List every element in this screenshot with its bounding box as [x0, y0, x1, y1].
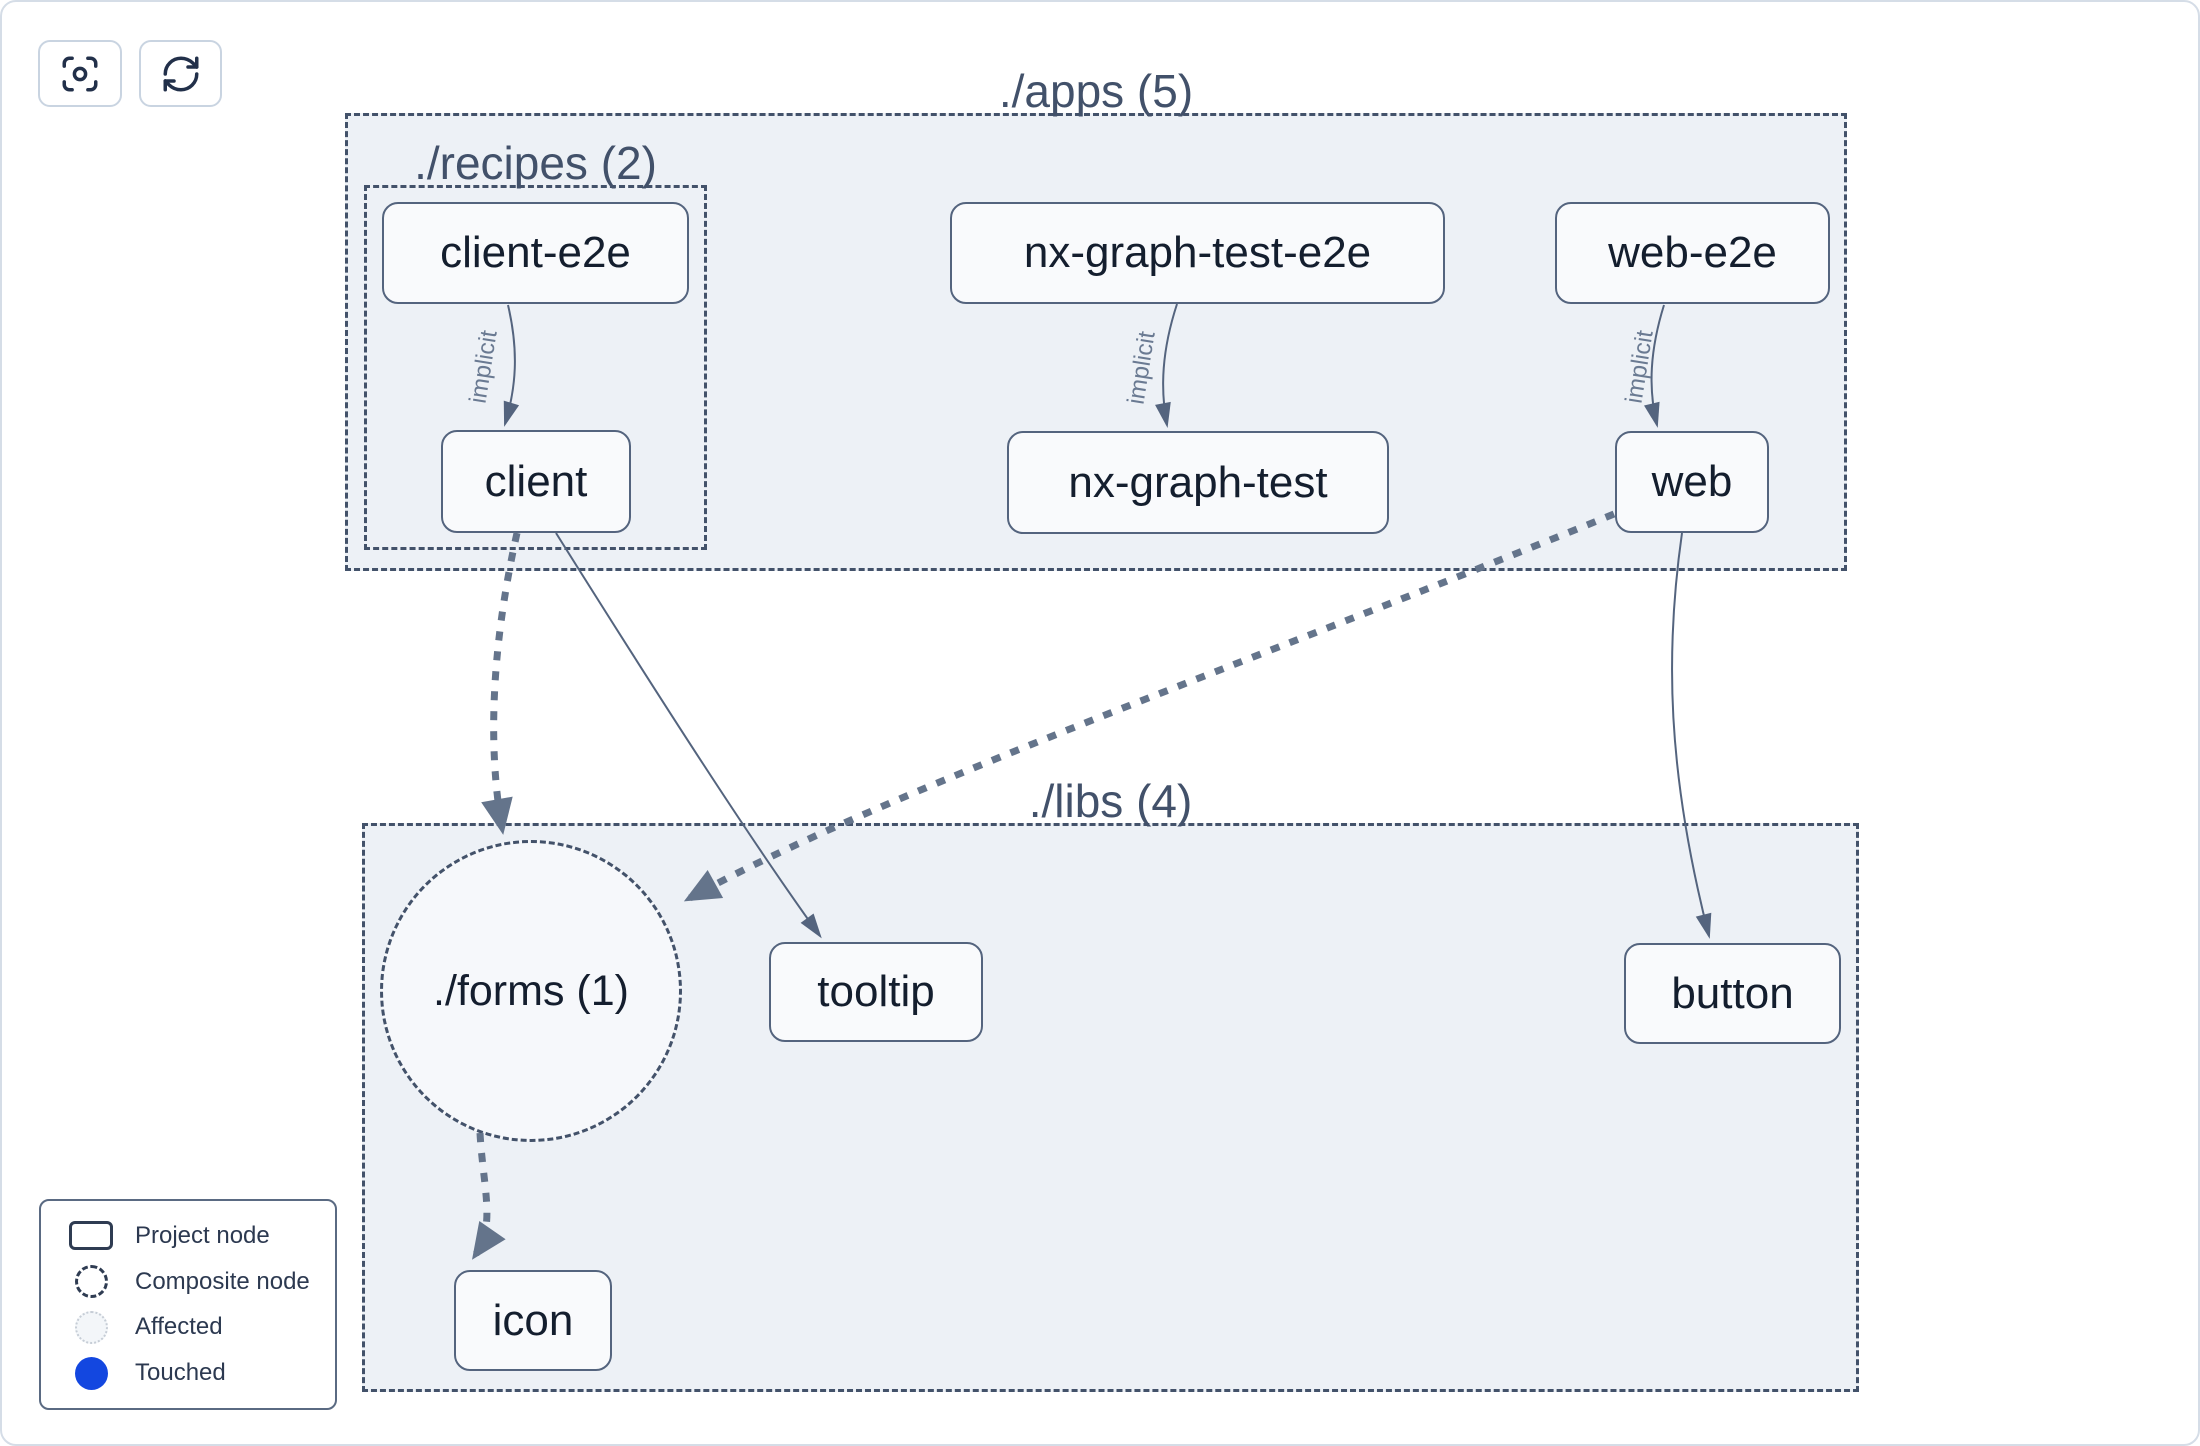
node-client-e2e[interactable]: client-e2e — [382, 202, 689, 304]
legend-item-affected: Affected — [63, 1307, 325, 1347]
group-libs-label[interactable]: ./libs (4) — [1028, 775, 1193, 827]
node-icon[interactable]: icon — [454, 1270, 612, 1371]
refresh-cw-icon — [160, 53, 202, 95]
legend-item-touched: Touched — [63, 1353, 325, 1393]
node-label: icon — [492, 1295, 574, 1345]
legend: Project node Composite node Affected Tou… — [39, 1199, 337, 1410]
node-client[interactable]: client — [441, 430, 631, 533]
node-label: client — [484, 456, 588, 506]
legend-label: Project node — [135, 1221, 270, 1249]
composite-node-swatch — [74, 1265, 108, 1299]
refresh-button[interactable] — [139, 40, 222, 107]
affected-swatch — [74, 1310, 108, 1344]
node-label: client-e2e — [440, 228, 631, 277]
node-nx-graph-test[interactable]: nx-graph-test — [1007, 431, 1389, 534]
node-web[interactable]: web — [1615, 431, 1769, 533]
node-label: button — [1671, 968, 1794, 1018]
node-label: web-e2e — [1608, 228, 1777, 277]
touched-swatch — [74, 1356, 108, 1390]
legend-item-project-node: Project node — [63, 1216, 325, 1256]
node-label: web — [1651, 457, 1733, 506]
legend-label: Touched — [135, 1359, 226, 1387]
node-label: tooltip — [817, 967, 935, 1016]
legend-item-composite-node: Composite node — [63, 1262, 325, 1302]
node-button[interactable]: button — [1624, 943, 1841, 1044]
node-label: nx-graph-test — [1068, 457, 1328, 507]
node-nx-graph-test-e2e[interactable]: nx-graph-test-e2e — [950, 202, 1445, 304]
group-recipes-label[interactable]: ./recipes (2) — [414, 137, 657, 189]
project-node-swatch — [69, 1221, 113, 1251]
composite-node-forms-label: ./forms (1) — [433, 966, 629, 1015]
node-web-e2e[interactable]: web-e2e — [1555, 202, 1830, 304]
legend-label: Affected — [135, 1313, 223, 1341]
group-apps-label[interactable]: ./apps (5) — [998, 65, 1194, 117]
zoom-to-fit-button[interactable] — [38, 40, 122, 107]
node-label: nx-graph-test-e2e — [1023, 228, 1372, 277]
legend-label: Composite node — [135, 1267, 310, 1295]
node-tooltip[interactable]: tooltip — [769, 942, 983, 1042]
scan-focus-icon — [59, 53, 101, 95]
composite-node-forms[interactable]: ./forms (1) — [380, 840, 682, 1142]
